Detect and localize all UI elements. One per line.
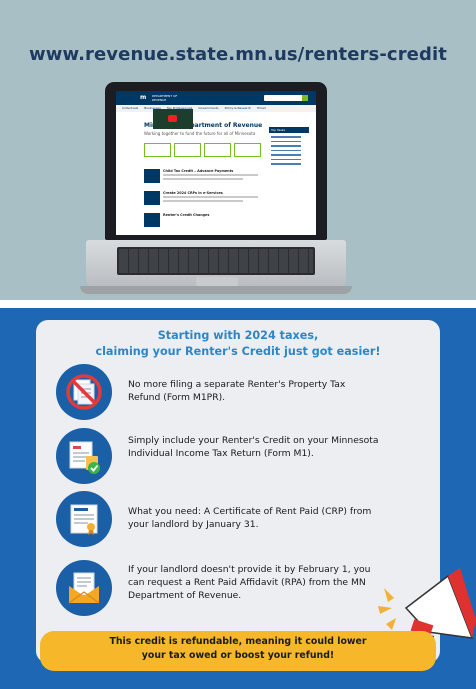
- site-nav-item[interactable]: Governments: [198, 106, 219, 110]
- site-nav: Individuals Businesses Tax Professionals Go…: [116, 105, 316, 112]
- site-nav-item[interactable]: Individuals: [122, 106, 139, 110]
- laptop-base-edge: [80, 286, 352, 294]
- site-news-card[interactable]: Create 2024 CRPs in e-Services: [144, 191, 262, 207]
- site-subtitle: Working together to fund the future for …: [144, 131, 256, 136]
- site-news-card[interactable]: Renter's Credit Changes: [144, 213, 262, 229]
- banner-line1: This credit is refundable, meaning it co…: [109, 636, 367, 647]
- site-sidebar-link[interactable]: [271, 145, 301, 147]
- laptop-keyboard: [117, 247, 315, 275]
- site-news-text: [163, 174, 258, 176]
- site-news-title: Child Tax Credit – Advance Payments: [163, 169, 234, 173]
- site-nav-item[interactable]: Policy & Research: [224, 106, 252, 110]
- item-text: No more filing a separate Renter's Prope…: [128, 379, 346, 403]
- site-sidebar-link[interactable]: [271, 163, 301, 165]
- site-news-thumbnail: [144, 213, 160, 227]
- url-banner[interactable]: www.revenue.state.mn.us/renters-credit: [29, 44, 447, 65]
- certificate-icon: [56, 491, 112, 547]
- site-sidebar-link[interactable]: [271, 136, 301, 138]
- site-nav-item[interactable]: Businesses: [144, 106, 161, 110]
- item-text: Simply include your Renter's Credit on y…: [128, 435, 379, 459]
- site-logo: m: [140, 94, 147, 101]
- site-news-title: Create 2024 CRPs in e-Services: [163, 191, 223, 195]
- envelope-document-icon: [56, 560, 112, 616]
- laptop-touchpad: [196, 277, 238, 286]
- site-nav-item[interactable]: Tax Professionals: [166, 106, 193, 110]
- item-text: If your landlord doesn't provide it by F…: [128, 564, 371, 601]
- site-quick-link[interactable]: [204, 143, 231, 157]
- site-sidebar-link[interactable]: [271, 149, 301, 151]
- site-news-text: [163, 196, 258, 198]
- no-forms-icon: [56, 364, 112, 420]
- site-quick-link[interactable]: [174, 143, 201, 157]
- play-icon[interactable]: [168, 115, 177, 122]
- item-text: What you need: A Certificate of Rent Pai…: [128, 506, 372, 530]
- site-quick-link[interactable]: [144, 143, 171, 157]
- site-sidebar-heading: Top Tasks: [269, 127, 309, 133]
- site-news-title: Renter's Credit Changes: [163, 213, 210, 217]
- site-sidebar: Top Tasks: [269, 127, 309, 193]
- site-video-thumbnail[interactable]: [153, 109, 193, 129]
- site-news-thumbnail: [144, 191, 160, 205]
- site-sidebar-link[interactable]: [271, 140, 301, 142]
- site-news-text: [163, 200, 243, 202]
- site-title: Minnesota Department of Revenue: [144, 122, 263, 129]
- site-news-thumbnail: [144, 169, 160, 183]
- laptop-screen: m DEPARTMENT OF REVENUE Individuals Busin…: [116, 91, 316, 235]
- refundable-banner: [40, 631, 436, 671]
- site-quick-link[interactable]: [234, 143, 261, 157]
- banner-line2: your tax owed or boost your refund!: [141, 650, 335, 661]
- site-news-text: [163, 178, 243, 180]
- site-sidebar-link[interactable]: [271, 154, 301, 156]
- site-news-card[interactable]: Child Tax Credit – Advance Payments: [144, 169, 262, 185]
- headline-line2: claiming your Renter's Credit just got e…: [95, 345, 381, 358]
- headline-line1: Starting with 2024 taxes,: [157, 329, 319, 342]
- tax-return-icon: [56, 428, 112, 484]
- site-search-input[interactable]: [264, 95, 308, 101]
- site-nav-item[interactable]: Email: [257, 106, 266, 110]
- site-search-button[interactable]: [302, 95, 308, 101]
- banner-text: This credit is refundable, meaning it co…: [40, 635, 436, 663]
- site-logo-subtitle: DEPARTMENT OF REVENUE: [152, 94, 178, 102]
- site-header: m DEPARTMENT OF REVENUE: [116, 91, 316, 105]
- keyboard-keys: [119, 249, 313, 273]
- headline: Starting with 2024 taxes, claiming your …: [36, 328, 440, 360]
- site-sidebar-link[interactable]: [271, 158, 301, 160]
- site-quick-links: [144, 143, 262, 157]
